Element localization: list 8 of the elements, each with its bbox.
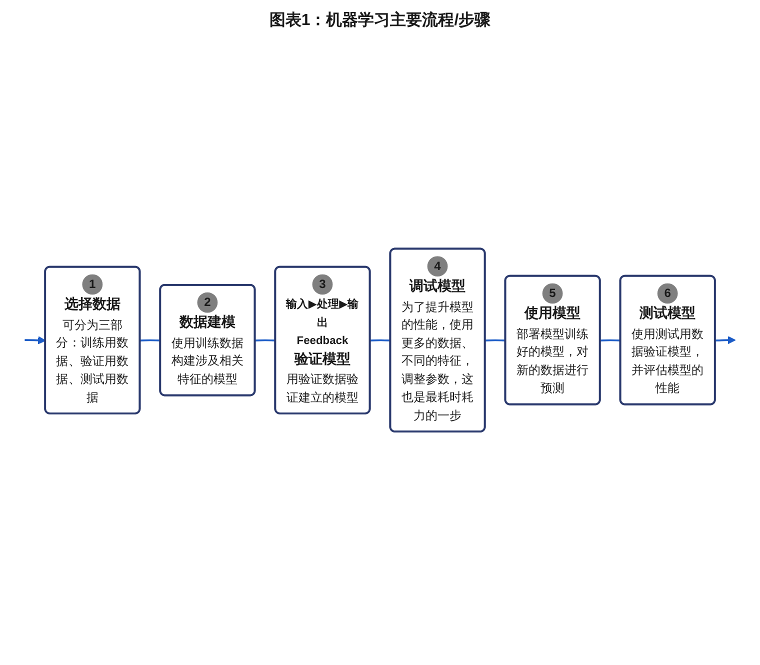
connector xyxy=(485,339,506,342)
connector xyxy=(140,339,161,342)
arrow xyxy=(24,336,46,344)
title: 图表1：机器学习主要流程/步骤 xyxy=(268,10,492,31)
connector xyxy=(370,339,391,342)
connector xyxy=(255,339,276,342)
arrow xyxy=(715,336,736,344)
connector xyxy=(600,339,621,342)
